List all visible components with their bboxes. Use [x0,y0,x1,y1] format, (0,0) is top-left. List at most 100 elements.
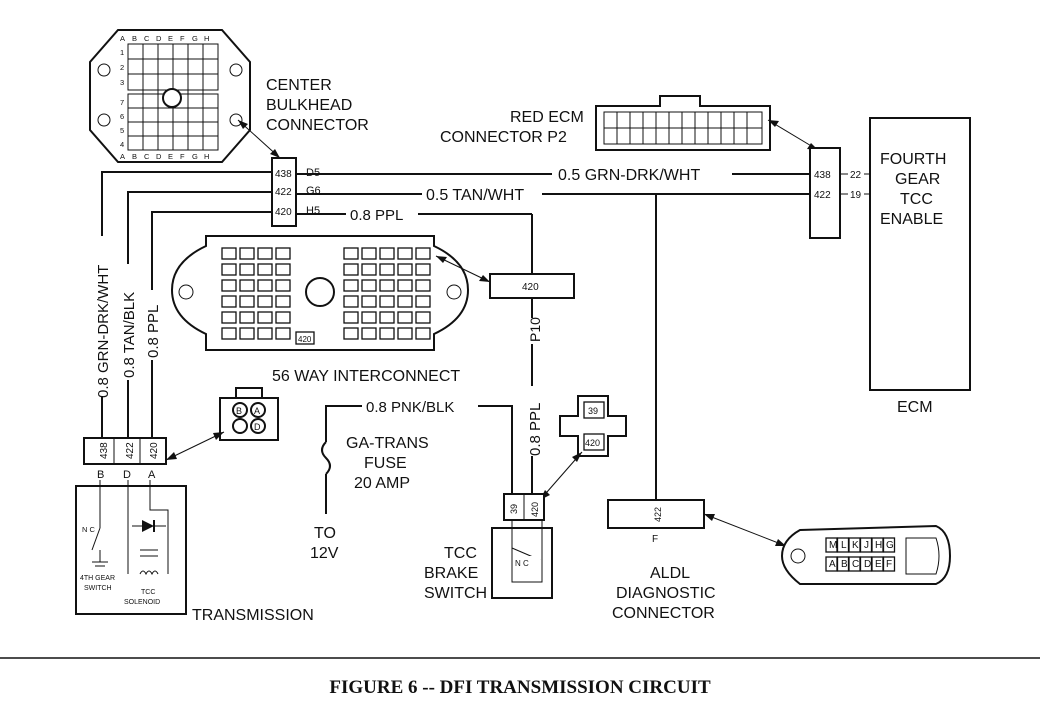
to-12v-label-1: TO [314,525,336,542]
bulk-col-a: A [120,34,125,43]
bulk-col-e-bottom: E [168,152,173,161]
interconnect-cavity [379,327,395,340]
interconnect-cavity [275,295,291,308]
interconnect-cavity [257,279,273,292]
interconnect-arrowhead-left [436,256,447,263]
brake-pin-420: 420 [530,502,540,517]
interconnect-pin-420: 420 [298,335,312,344]
bulk-col-c-bottom: C [144,152,150,161]
interconnect-arrow [435,255,491,283]
brake-nc-label: N C [515,559,529,568]
interconnect-cavity [361,279,377,292]
interconnect-cavity [343,311,359,324]
bulk-row-4: 4 [120,140,124,149]
interconnect-cavity [397,327,413,340]
aldl-label-1: ALDL [650,565,690,582]
tcc-brake-label-1: TCC [444,545,477,562]
conn-cavity-d: D [254,422,261,432]
aldl-pin-g: G [886,540,894,551]
interconnect-cavity [415,295,431,308]
box-420 [489,273,575,299]
fourth-gear-switch-label-1: 4TH GEAR [80,575,115,582]
trans-pin-438: 438 [99,442,110,459]
ecm-pin-22: 22 [850,170,862,181]
interconnect-cavity [221,327,237,340]
interconnect-cavity [239,311,255,324]
aldl-label-2: DIAGNOSTIC [616,585,716,602]
wire-label-vert-grn: 0.8 GRN-DRK/WHT [95,265,112,398]
interconnect-cavity [239,327,255,340]
bulk-col-g-bottom: G [192,152,198,161]
interconnect-cavity [239,279,255,292]
ecm-pin-block [809,147,841,239]
interconnect-cavity [275,247,291,260]
aldl-pin-k: K [852,540,859,551]
wire-label-pnk: 0.8 PNK/BLK [366,399,454,416]
aldl-arrowhead-right [775,539,786,546]
bulk-cavity-h5: H5 [306,205,320,217]
interconnect-cavity [275,327,291,340]
interconnect-cavity [415,327,431,340]
aldl-pin-h: H [875,540,882,551]
interconnect-cavity [221,279,237,292]
center-bulkhead-label-3: CONNECTOR [266,117,369,134]
bulk-col-d-bottom: D [156,152,162,161]
aldl-cavity [882,537,896,553]
to-12v-label-2: 12V [310,545,339,562]
interconnect-label: 56 WAY INTERCONNECT [272,368,460,385]
cross-pin-420: 420 [585,438,600,448]
bulkhead-arrowhead-top [238,120,248,129]
red-ecm-connector [595,95,771,151]
aldl-pin-e: E [875,559,882,570]
interconnect-cavity [361,327,377,340]
ecm-pin-422: 422 [814,190,831,201]
bulk-pin-422: 422 [275,187,292,198]
interconnect-cavity [257,295,273,308]
aldl-cavity [882,556,896,572]
interconnect-cavity [221,247,237,260]
aldl-arrow [703,513,787,547]
center-bulkhead-label-1: CENTER [266,77,332,94]
red-ecm-label-1: RED ECM [510,109,584,126]
wire-label-tan: 0.5 TAN/WHT [426,187,524,204]
trans-connector-arrow [165,431,225,461]
interconnect-cavity [275,311,291,324]
ecm-label: ECM [897,399,933,416]
trans-arrowhead-bottom [166,452,177,460]
wire-label-vert-ppl: 0.8 PPL [145,305,162,358]
wire-label-vert-tan: 0.8 TAN/BLK [121,292,138,378]
interconnect-56-way: 420 [170,235,470,351]
fuse-label-3: 20 AMP [354,475,410,492]
bulk-row-6: 6 [120,112,124,121]
brake-pin-39: 39 [509,504,519,514]
interconnect-cavity [221,311,237,324]
tcc-solenoid-label-1: TCC [141,589,155,596]
fuse-label-2: FUSE [364,455,407,472]
bulk-row-2: 2 [120,63,124,72]
fourth-gear-label-4: ENABLE [880,211,943,228]
interconnect-cavity [415,247,431,260]
center-bulkhead-connector: A B C D E F G H A B C D E F G H 1 2 3 7 … [89,29,251,163]
wire-label-ppl-top: 0.8 PPL [350,207,403,224]
bulk-row-5: 5 [120,126,124,135]
wire-tan-vertical [127,191,272,438]
conn-cavity-a: A [254,406,260,416]
tcc-brake-switch-symbol [511,520,543,583]
interconnect-cavity [361,311,377,324]
interconnect-cavity [257,311,273,324]
ecm-box [869,117,971,391]
interconnect-cavity [397,247,413,260]
cross-arrowhead-top [572,452,582,462]
interconnect-cavity [415,311,431,324]
interconnect-cavity [361,263,377,276]
interconnect-cavity [397,311,413,324]
bulk-col-b-bottom: B [132,152,137,161]
tcc-solenoid-symbol [127,480,169,576]
interconnect-cavity [221,263,237,276]
aldl-pin-c: C [852,559,859,570]
interconnect-cavity [239,247,255,260]
aldl-connector [780,524,952,585]
wire-ppl-vertical [151,211,272,438]
interconnect-cavity [343,327,359,340]
